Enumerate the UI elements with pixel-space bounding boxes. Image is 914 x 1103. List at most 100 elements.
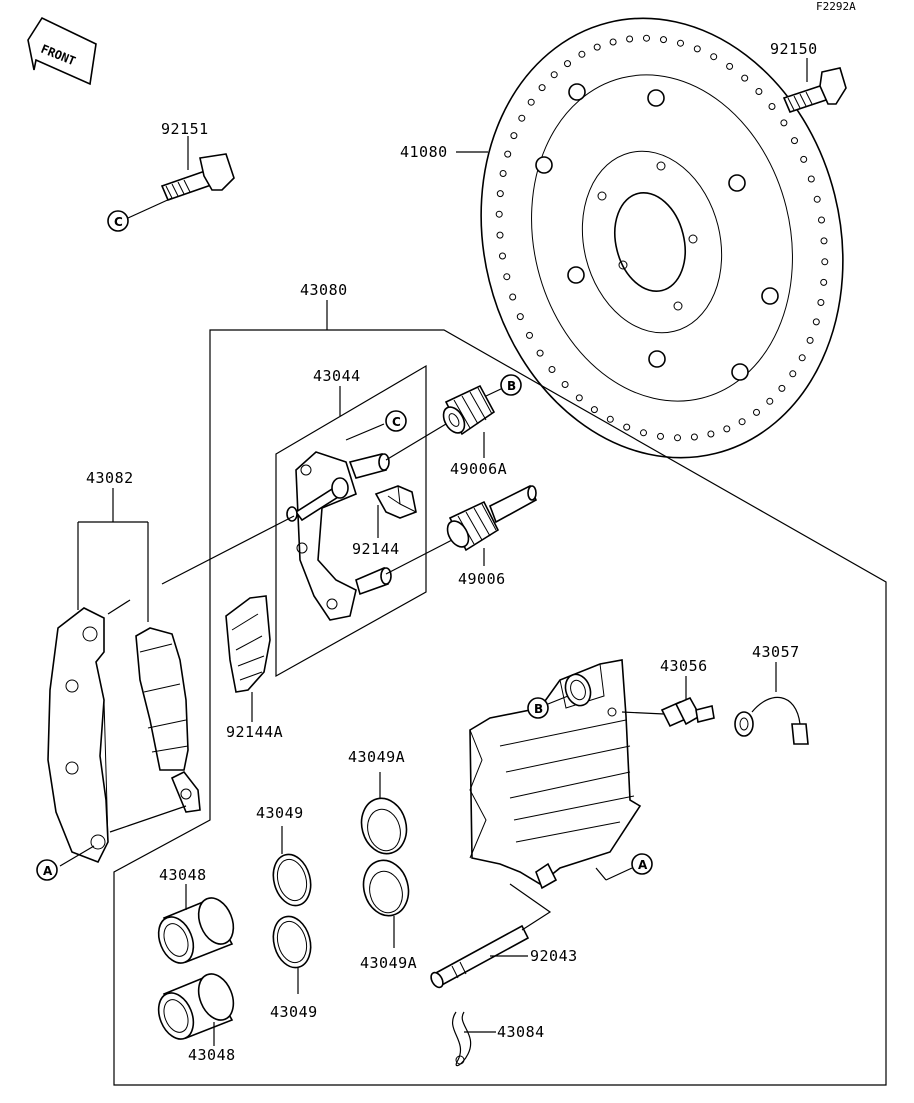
disc-hole bbox=[789, 370, 797, 378]
label-92144a: 92144A bbox=[226, 723, 283, 741]
piston-seal-43049a-lower bbox=[362, 859, 410, 917]
label-43049-top: 43049 bbox=[256, 804, 304, 822]
disc-hole bbox=[766, 397, 774, 405]
caliper-mounting-bracket bbox=[286, 451, 392, 621]
disc-hole bbox=[509, 293, 517, 301]
disc-hole bbox=[677, 39, 684, 47]
disc-hole bbox=[499, 252, 506, 260]
disc-hole bbox=[812, 318, 820, 326]
disc-hole bbox=[674, 434, 681, 442]
disc-hole bbox=[564, 60, 571, 68]
label-43084: 43084 bbox=[497, 1023, 545, 1041]
disc-hole bbox=[643, 34, 650, 42]
label-92151: 92151 bbox=[161, 120, 209, 138]
disc-hole bbox=[657, 432, 664, 440]
label-43082: 43082 bbox=[86, 469, 134, 487]
ref-c-label: C bbox=[114, 215, 123, 229]
label-92043: 92043 bbox=[530, 947, 578, 965]
figure-code: F2292A bbox=[816, 0, 856, 13]
label-43048-top: 43048 bbox=[159, 866, 207, 884]
spring-92144a bbox=[225, 595, 271, 693]
disc-hole bbox=[807, 175, 815, 183]
brake-pad-inner bbox=[135, 627, 201, 813]
piston-seal-43049a-upper bbox=[360, 797, 408, 855]
pin-clip-43084 bbox=[451, 1011, 472, 1067]
pad-pin-92043 bbox=[430, 924, 530, 989]
disc-hole bbox=[753, 408, 760, 416]
disc-hole bbox=[550, 71, 558, 79]
disc-hole bbox=[590, 406, 598, 414]
disc-hole bbox=[516, 313, 524, 321]
dust-seal-43049-lower bbox=[272, 915, 312, 969]
bleeder-valve-43056 bbox=[660, 696, 715, 728]
label-41080: 41080 bbox=[400, 143, 448, 161]
label-43049-bottom: 43049 bbox=[270, 1003, 318, 1021]
piston-43048-upper bbox=[157, 897, 235, 964]
label-92150: 92150 bbox=[770, 40, 818, 58]
disc-hole bbox=[640, 429, 647, 437]
disc-hole bbox=[536, 349, 544, 357]
label-43057: 43057 bbox=[752, 643, 800, 661]
disc-hole bbox=[593, 43, 601, 51]
disc-hole bbox=[548, 366, 556, 373]
bleeder-cap-43057 bbox=[734, 696, 809, 745]
disc-hole bbox=[561, 381, 569, 388]
disc-hole bbox=[693, 45, 701, 53]
disc-hole bbox=[623, 423, 631, 431]
disc-hole bbox=[726, 62, 734, 70]
disc-hole bbox=[798, 354, 806, 362]
label-43048-bottom: 43048 bbox=[188, 1046, 236, 1064]
caliper-body bbox=[469, 659, 642, 890]
disc-hole bbox=[527, 98, 535, 106]
disc-hole bbox=[495, 210, 503, 218]
disc-hole bbox=[820, 237, 828, 245]
ref-b-label-2: B bbox=[534, 702, 543, 716]
spring-92144 bbox=[374, 485, 417, 519]
ref-b-label: B bbox=[507, 379, 516, 393]
disc-hole bbox=[820, 278, 828, 286]
disc-vent-holes bbox=[495, 34, 829, 442]
disc-hole bbox=[504, 150, 512, 158]
ref-a-circle bbox=[36, 859, 58, 881]
disc-hole bbox=[800, 155, 808, 163]
disc-hole bbox=[806, 336, 814, 344]
disc-hole bbox=[818, 216, 825, 224]
pad-set-bracket bbox=[77, 521, 149, 622]
disc-hole bbox=[723, 425, 731, 433]
disc-hole bbox=[660, 36, 667, 44]
ref-c-label-2: C bbox=[392, 415, 401, 429]
disc-hole bbox=[510, 132, 518, 140]
caliper-assembly-bracket bbox=[113, 329, 887, 1086]
disc-hole bbox=[503, 273, 511, 281]
label-43080: 43080 bbox=[300, 281, 348, 299]
label-43044: 43044 bbox=[313, 367, 361, 385]
label-49006a: 49006A bbox=[450, 460, 507, 478]
label-49006: 49006 bbox=[458, 570, 506, 588]
disc-hole bbox=[821, 258, 829, 266]
disc-hole bbox=[496, 190, 504, 198]
disc-hole bbox=[518, 114, 526, 122]
label-43049a-bottom: 43049A bbox=[360, 954, 417, 972]
bracket-group-box bbox=[275, 364, 427, 678]
label-92144: 92144 bbox=[352, 540, 400, 558]
disc-hole bbox=[606, 415, 614, 423]
disc-hole bbox=[526, 331, 533, 339]
ref-c-circle-2 bbox=[385, 410, 407, 432]
disc-hole bbox=[538, 84, 546, 92]
ref-a-label-2: A bbox=[638, 858, 648, 872]
front-arrow-icon: FRONT bbox=[27, 16, 97, 86]
pin-guide-line bbox=[509, 883, 552, 931]
caliper-bolt-92151 bbox=[160, 153, 235, 202]
disc-hole bbox=[707, 430, 715, 438]
disc-rivets bbox=[535, 83, 779, 381]
disc-bolt-92150 bbox=[782, 67, 847, 113]
disc-hole bbox=[578, 50, 586, 58]
disc-hole bbox=[791, 137, 798, 145]
label-43049a-top: 43049A bbox=[348, 748, 405, 766]
boot-49006a bbox=[442, 384, 496, 436]
disc-hole bbox=[690, 433, 698, 441]
disc-hole bbox=[813, 195, 821, 203]
ref-c-circle bbox=[107, 210, 129, 232]
disc-hole bbox=[741, 74, 749, 82]
